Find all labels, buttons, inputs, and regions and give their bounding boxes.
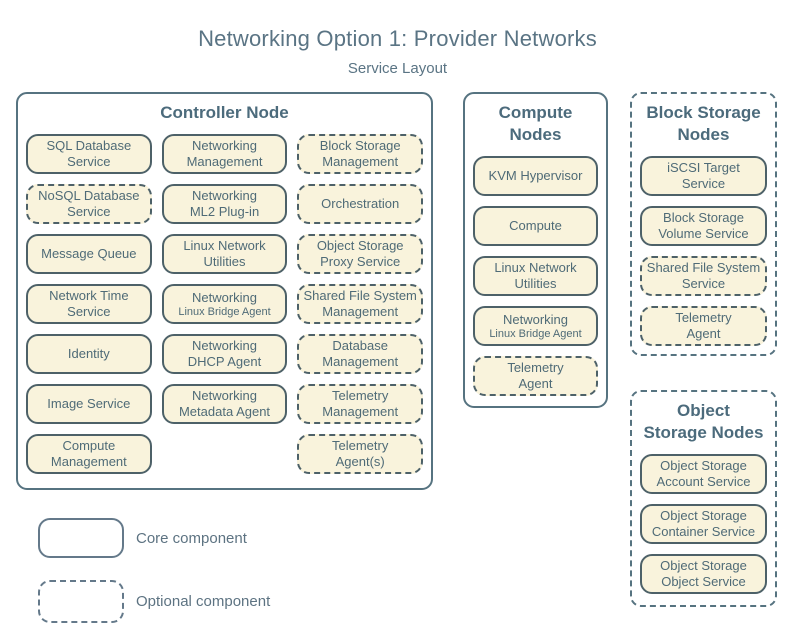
service-box-kvm-hypervisor: KVM Hypervisor xyxy=(473,156,598,196)
service-box-image-service: Image Service xyxy=(26,384,152,424)
diagram-title: Networking Option 1: Provider Networks xyxy=(198,26,597,51)
service-box-orchestration: Orchestration xyxy=(297,184,424,224)
core-component-swatch xyxy=(38,518,124,558)
core-component-label: Core component xyxy=(136,529,247,547)
service-box-compute: Compute xyxy=(473,206,598,246)
service-box-message-queue: Message Queue xyxy=(26,234,152,274)
optional-component-swatch xyxy=(38,580,124,623)
legend-core-entry: Core component xyxy=(38,518,247,558)
service-box-identity: Identity xyxy=(26,334,152,374)
legend-optional-entry: Optional component xyxy=(38,580,270,623)
diagram-subtitle: Service Layout xyxy=(347,60,448,77)
optional-component-label: Optional component xyxy=(136,593,271,610)
controller-node-heading: Controller Node xyxy=(160,103,289,122)
